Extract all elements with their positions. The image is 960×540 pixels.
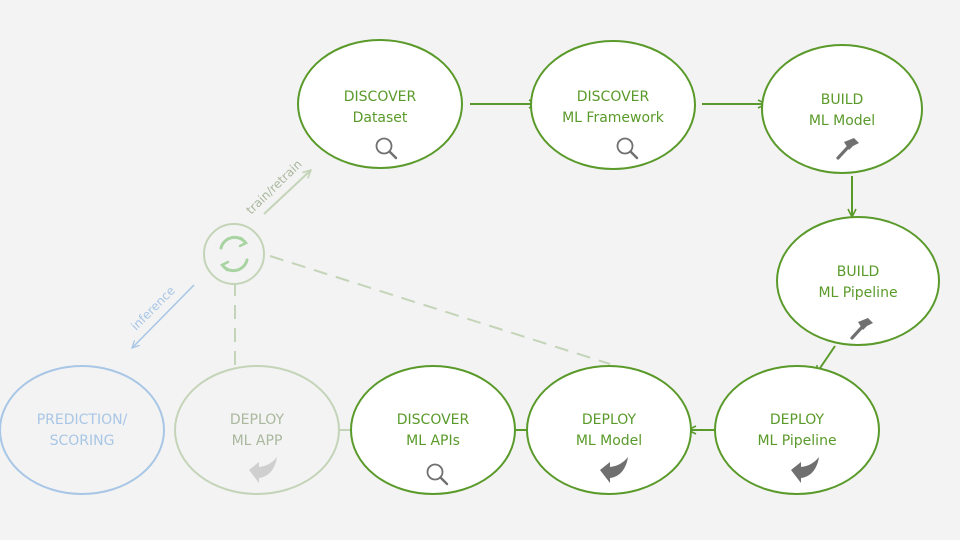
node-subtitle: Dataset — [353, 110, 408, 126]
node-title: DEPLOY — [230, 412, 285, 428]
node-discover-dataset: DISCOVER Dataset — [297, 39, 463, 169]
dashed-connectors — [234, 255, 611, 365]
node-title: DISCOVER — [577, 89, 650, 105]
node-shape — [714, 365, 880, 495]
node-prediction-scoring: PREDICTION/ SCORING — [0, 365, 165, 495]
node-subtitle: ML Model — [576, 433, 642, 449]
node-title: DISCOVER — [344, 89, 417, 105]
magnifier-icon — [426, 463, 449, 486]
node-subtitle: ML Pipeline — [818, 285, 897, 301]
arrow-train-retrain — [263, 170, 311, 215]
node-title: DEPLOY — [582, 412, 637, 428]
node-shape — [526, 365, 692, 495]
dashed-connector-to-pipeline — [269, 255, 611, 365]
node-shape — [776, 216, 940, 346]
node-shape — [530, 40, 696, 170]
node-deploy-ml-app: DEPLOY ML APP — [174, 365, 340, 495]
node-shape — [297, 39, 463, 169]
deploy-arrow-icon — [791, 457, 819, 483]
magnifier-icon — [616, 137, 639, 160]
arrow-inference — [132, 284, 195, 348]
magnifier-icon — [375, 137, 398, 160]
node-shape — [174, 365, 340, 495]
node-title: BUILD — [837, 264, 880, 280]
node-title: BUILD — [821, 92, 864, 108]
hammer-icon — [850, 318, 873, 340]
node-subtitle: ML Model — [809, 113, 875, 129]
node-subtitle: ML APP — [232, 433, 283, 449]
train-retrain-label: train/retrain — [243, 157, 304, 217]
node-subtitle: ML APIs — [406, 433, 460, 449]
node-deploy-ml-pipeline: DEPLOY ML Pipeline — [714, 365, 880, 495]
node-title: DEPLOY — [770, 412, 825, 428]
cycle-hub — [203, 223, 265, 285]
node-shape — [761, 44, 923, 174]
node-discover-ml-apis: DISCOVER ML APIs — [350, 365, 516, 495]
node-discover-ml-framework: DISCOVER ML Framework — [530, 40, 696, 170]
refresh-cycle-icon — [219, 235, 249, 273]
node-build-ml-pipeline: BUILD ML Pipeline — [776, 216, 940, 346]
node-subtitle: SCORING — [50, 433, 115, 449]
hammer-icon — [836, 138, 859, 160]
node-shape — [350, 365, 516, 495]
node-subtitle: ML Pipeline — [757, 433, 836, 449]
node-build-ml-model: BUILD ML Model — [761, 44, 923, 174]
node-title: DISCOVER — [397, 412, 470, 428]
deploy-arrow-icon — [600, 457, 628, 483]
node-subtitle: ML Framework — [562, 110, 665, 126]
node-shape — [0, 365, 165, 495]
deploy-arrow-icon — [249, 457, 277, 483]
node-deploy-ml-model: DEPLOY ML Model — [526, 365, 692, 495]
node-title: PREDICTION/ — [37, 412, 128, 428]
